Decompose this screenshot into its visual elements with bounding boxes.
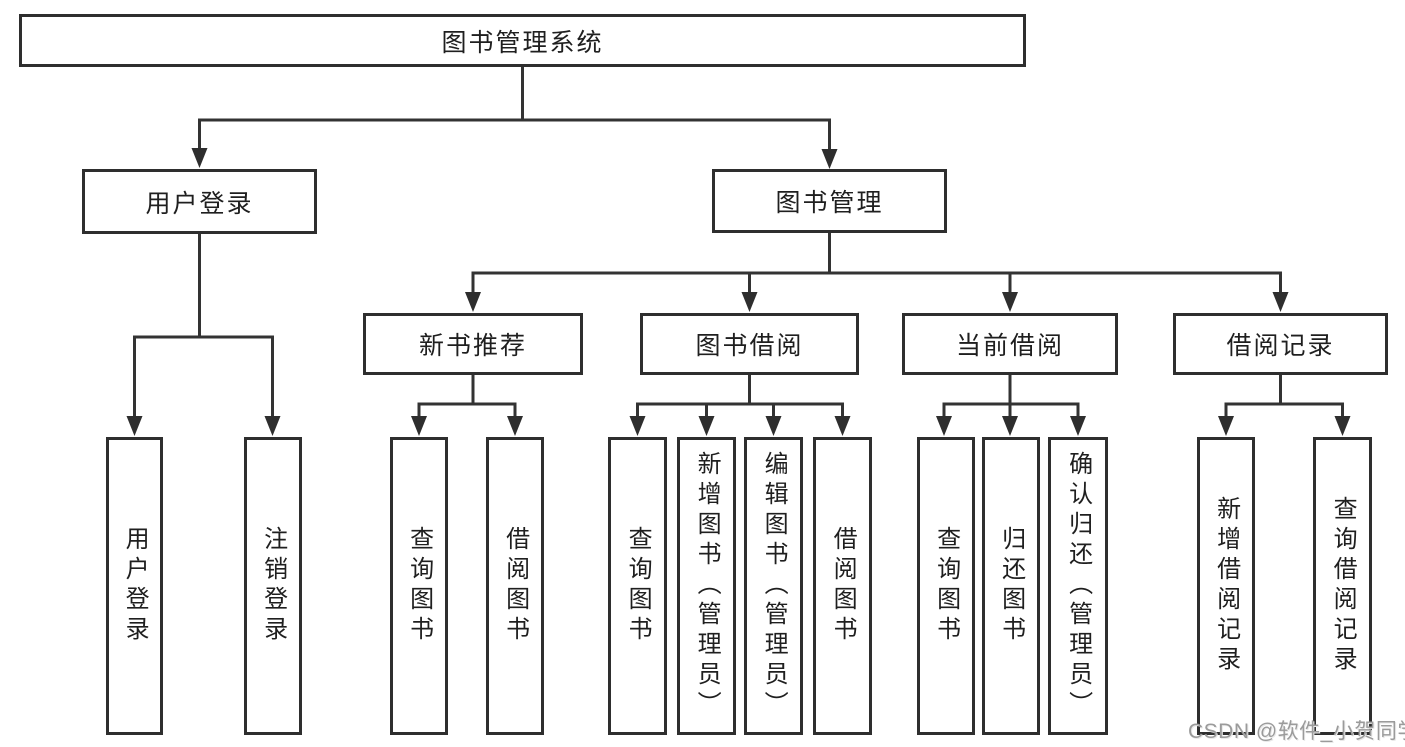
arrowhead-group — [126, 148, 1351, 436]
node-root: 图书管理系统 — [19, 14, 1026, 67]
node-current-query-book: 查询图书 — [917, 437, 975, 735]
node-login-user-login: 用户登录 — [106, 437, 163, 735]
node-records-query-record: 查询借阅记录 — [1313, 437, 1372, 735]
node-borrow-records: 借阅记录 — [1173, 313, 1388, 375]
node-book-borrow: 图书借阅 — [640, 313, 859, 375]
node-login-logout: 注销登录 — [244, 437, 302, 735]
node-current-return-book: 归还图书 — [982, 437, 1040, 735]
node-borrow-add-book-admin: 新增图书（管理员） — [677, 437, 736, 735]
node-records-add-record: 新增借阅记录 — [1197, 437, 1255, 735]
node-borrow-query-book: 查询图书 — [608, 437, 667, 735]
node-current-confirm-return-admin: 确认归还（管理员） — [1048, 437, 1108, 735]
node-recommend-borrow-book: 借阅图书 — [486, 437, 544, 735]
node-borrow-edit-book-admin: 编辑图书（管理员） — [744, 437, 803, 735]
watermark: CSDN @软件_小贺同学 — [1188, 720, 1405, 743]
node-current-borrow: 当前借阅 — [902, 313, 1118, 375]
node-user-login: 用户登录 — [82, 169, 317, 234]
node-borrow-borrow-book: 借阅图书 — [813, 437, 872, 735]
node-new-book-recommend: 新书推荐 — [363, 313, 583, 375]
node-recommend-query-book: 查询图书 — [390, 437, 448, 735]
node-book-management: 图书管理 — [712, 169, 947, 233]
